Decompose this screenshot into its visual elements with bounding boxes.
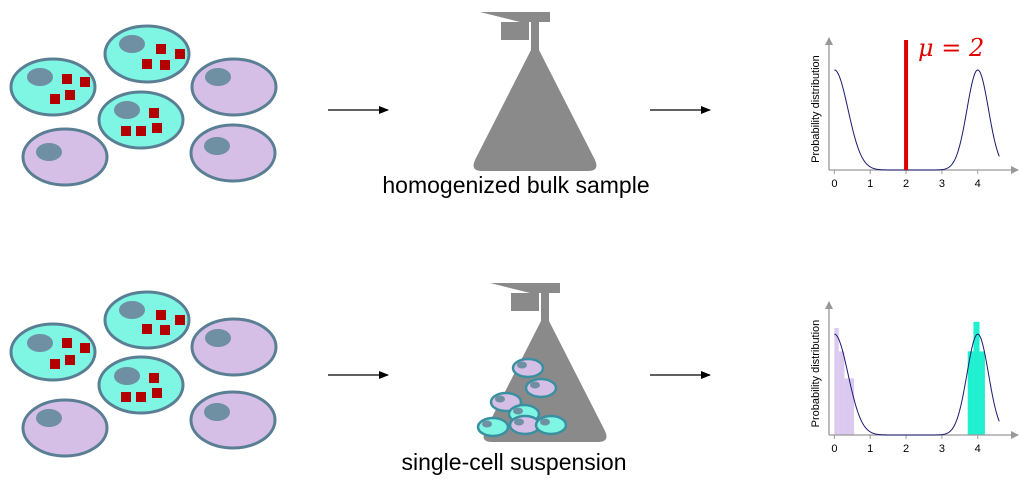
- chart-single-cell-distribution: 0 1 2 3 4 Probability distribution: [810, 301, 1019, 455]
- purple-cell: [21, 127, 109, 187]
- distribution-curve: [834, 333, 1000, 436]
- marker-square: [156, 310, 166, 320]
- x-tick-label: 3: [939, 443, 945, 455]
- histogram-bar: [967, 351, 974, 435]
- suspended-cell: [524, 377, 558, 399]
- marker-square: [142, 59, 152, 69]
- cyan-cell: [97, 90, 185, 150]
- purple-cell: [190, 57, 278, 117]
- marker-square: [65, 90, 75, 100]
- bulk-caption: homogenized bulk sample: [382, 172, 649, 198]
- cyan-cell: [9, 322, 97, 382]
- marker-square: [62, 74, 72, 84]
- suspended-cell: [534, 414, 568, 436]
- marker-square: [152, 388, 162, 398]
- suspended-cell: [511, 357, 545, 379]
- y-axis-label: Probability distribution: [810, 320, 822, 428]
- marker-square: [156, 44, 166, 54]
- flask-bulk: [473, 12, 597, 171]
- chart-bulk-distribution: 0 1 2 3 4 Probability distribution μ = 2: [810, 34, 1019, 190]
- marker-square: [149, 108, 159, 118]
- x-tick-label: 4: [975, 178, 981, 190]
- marker-square: [142, 324, 152, 334]
- cell-cluster-bottom: [9, 290, 278, 458]
- purple-cell: [21, 398, 109, 458]
- x-tick-label: 4: [975, 443, 981, 455]
- purple-cell: [190, 317, 278, 377]
- x-tick-label: 2: [903, 443, 909, 455]
- marker-square: [50, 359, 60, 369]
- histogram-bar: [844, 378, 855, 435]
- purple-cell: [189, 390, 277, 450]
- x-tick-label: 3: [939, 178, 945, 190]
- x-tick-label: 1: [867, 178, 873, 190]
- marker-square: [175, 49, 185, 59]
- marker-square: [149, 373, 159, 383]
- marker-square: [152, 123, 162, 133]
- marker-square: [136, 126, 146, 136]
- marker-square: [175, 315, 185, 325]
- marker-square: [80, 343, 90, 353]
- marker-square: [160, 60, 170, 70]
- distribution-curve: [834, 69, 1000, 171]
- marker-square: [121, 392, 131, 402]
- marker-square: [121, 126, 131, 136]
- single-cell-caption: single-cell suspension: [401, 449, 626, 475]
- histogram-bar: [834, 327, 839, 435]
- cyan-cell: [103, 290, 191, 350]
- histogram-bar: [979, 351, 985, 435]
- x-tick-label: 0: [831, 178, 837, 190]
- cell-cluster-top: [9, 24, 278, 187]
- cyan-cell: [9, 57, 97, 117]
- marker-square: [136, 392, 146, 402]
- marker-square: [65, 355, 75, 365]
- marker-square: [50, 94, 60, 104]
- x-tick-label: 1: [867, 443, 873, 455]
- flask-single-cell: [476, 283, 607, 442]
- marker-square: [80, 77, 90, 87]
- cyan-cell: [97, 355, 185, 415]
- histogram-bar: [838, 351, 845, 435]
- marker-square: [160, 325, 170, 335]
- y-axis-label: Probability distribution: [810, 55, 822, 163]
- mean-label: μ = 2: [918, 34, 984, 62]
- x-tick-label: 0: [831, 443, 837, 455]
- suspended-cell: [476, 416, 510, 438]
- cyan-cell: [103, 24, 191, 84]
- purple-cell: [189, 123, 277, 183]
- histogram-bar: [973, 321, 980, 435]
- marker-square: [62, 338, 72, 348]
- x-tick-label: 2: [903, 178, 909, 190]
